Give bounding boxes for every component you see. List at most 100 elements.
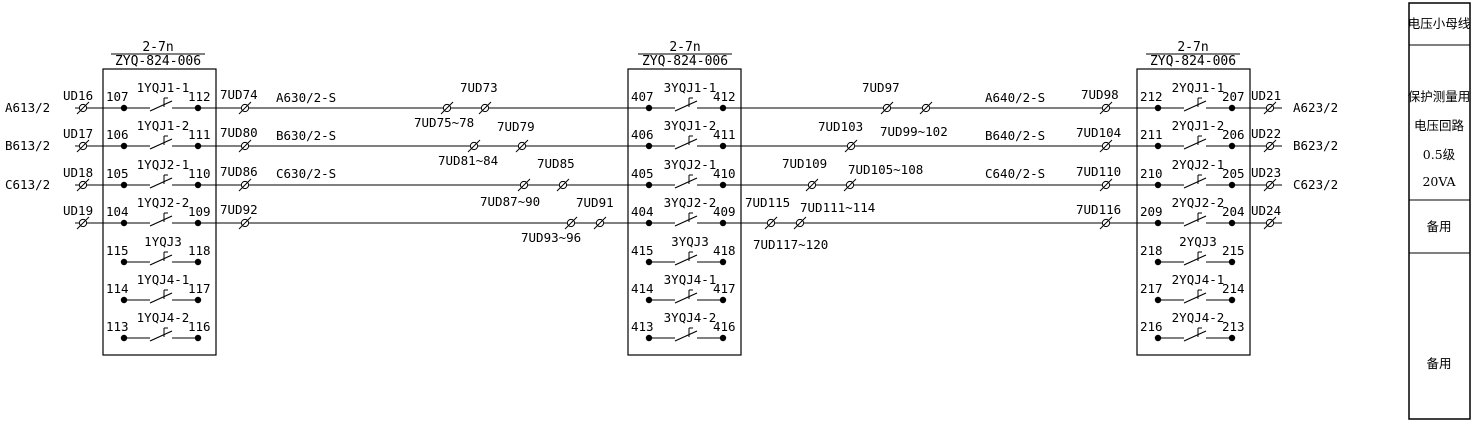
terminal-dot (719, 104, 727, 112)
terminal-number: 407 (631, 89, 654, 104)
terminal-marker (919, 101, 933, 115)
side-panel-title: 电压小母线 (1408, 16, 1471, 31)
right-bus-name: A623/2 (1293, 100, 1338, 115)
terminal-number: 404 (631, 204, 654, 219)
wire-terminal-label: 7UD74 (220, 87, 258, 102)
terminal-marker (880, 101, 894, 115)
terminal-number: 405 (631, 166, 654, 181)
terminal-slash (76, 178, 90, 192)
terminal-dot (1154, 142, 1162, 150)
left-bus-labels: A613/2 B613/2 C613/2 UD16 UD17 UD18 UD19 (5, 88, 93, 218)
relay-contact-name: 1YQJ4-2 (137, 310, 190, 325)
terminal-number: 414 (631, 281, 654, 296)
terminal-slash (238, 139, 252, 153)
terminal-dot (194, 142, 202, 150)
terminal-slash (1263, 139, 1277, 153)
terminal-number: 413 (631, 319, 654, 334)
terminal-marker (238, 139, 252, 153)
contact-blade (674, 138, 698, 150)
terminal-number: 418 (713, 243, 736, 258)
right-bus-labels: A623/2 B623/2 C623/2 UD21 UD22 UD23 UD24 (1251, 88, 1338, 218)
relay-box-model: ZYQ-824-006 (115, 54, 201, 69)
terminal-dot (645, 258, 653, 266)
terminal-dot (120, 334, 128, 342)
terminal-dot (194, 296, 202, 304)
terminal-number: 116 (188, 319, 211, 334)
contact-blade (149, 177, 173, 189)
contact-blade (1183, 254, 1207, 266)
terminal-dot (1228, 219, 1236, 227)
relay-contact-name: 2YQJ2-1 (1172, 157, 1225, 172)
wire-terminal-label: 7UD73 (460, 80, 498, 95)
wire-terminal-label: 7UD103 (818, 119, 863, 134)
terminal-dot (1228, 296, 1236, 304)
relay-contact-name: 2YQJ4-1 (1172, 272, 1225, 287)
terminal-number: 216 (1140, 319, 1163, 334)
wire-terminal-label: 7UD115 (745, 195, 790, 210)
wire-terminal-label: 7UD109 (782, 156, 827, 171)
terminal-dot (1228, 258, 1236, 266)
terminal-marker (764, 216, 778, 230)
terminal-marker (793, 216, 807, 230)
terminal-marker (238, 216, 252, 230)
terminal-dot (719, 258, 727, 266)
terminal-marker (517, 178, 531, 192)
left-bus-name: A613/2 (5, 100, 50, 115)
terminal-dot (719, 142, 727, 150)
relay-box-designation: 2-7n (669, 40, 700, 55)
contact-blade (1183, 292, 1207, 304)
terminal-slash (1099, 178, 1113, 192)
terminal-number: 111 (188, 127, 211, 142)
terminal-number: 212 (1140, 89, 1163, 104)
terminal-number: 207 (1222, 89, 1245, 104)
terminal-number: 211 (1140, 127, 1163, 142)
terminal-slash (440, 101, 454, 115)
terminal-slash (564, 216, 578, 230)
relay-contact-name: 1YQJ4-1 (137, 272, 190, 287)
terminal-slash (593, 216, 607, 230)
terminal-marker (843, 178, 857, 192)
terminal-slash (793, 216, 807, 230)
terminal-marker (1099, 101, 1113, 115)
terminal-dot (1154, 296, 1162, 304)
wire-terminal-label: 7UD99~102 (880, 124, 948, 139)
contact-blade (674, 177, 698, 189)
wire-terminal-label: 7UD87~90 (480, 194, 540, 209)
relay-box-frame (1136, 68, 1251, 356)
relay-contact-name: 3YQJ2-2 (664, 195, 717, 210)
contact-blade (149, 330, 173, 342)
terminal-slash (467, 139, 481, 153)
right-terminal-label: UD23 (1251, 165, 1281, 180)
terminal-marker (76, 139, 90, 153)
contact-blade (149, 138, 173, 150)
relay-box-frame (102, 68, 217, 356)
terminal-slash (1263, 178, 1277, 192)
terminal-number: 217 (1140, 281, 1163, 296)
terminal-dot (120, 104, 128, 112)
terminal-dot (1154, 258, 1162, 266)
wire-name-label: A630/2-S (276, 90, 336, 105)
terminal-number: 105 (106, 166, 129, 181)
contact-blade (1183, 330, 1207, 342)
wire-terminal-label: 7UD81~84 (438, 153, 498, 168)
relay-box-frame (627, 68, 742, 356)
contact-blade (674, 215, 698, 227)
terminal-number: 412 (713, 89, 736, 104)
wire-terminal-label: 7UD104 (1076, 125, 1121, 140)
terminal-slash (556, 178, 570, 192)
relay-box-designation: 2-7n (142, 40, 173, 55)
terminal-number: 204 (1222, 204, 1245, 219)
terminal-dot (719, 219, 727, 227)
terminal-number: 110 (188, 166, 211, 181)
terminal-slash (1099, 139, 1113, 153)
terminal-dot (120, 142, 128, 150)
terminal-dot (645, 142, 653, 150)
